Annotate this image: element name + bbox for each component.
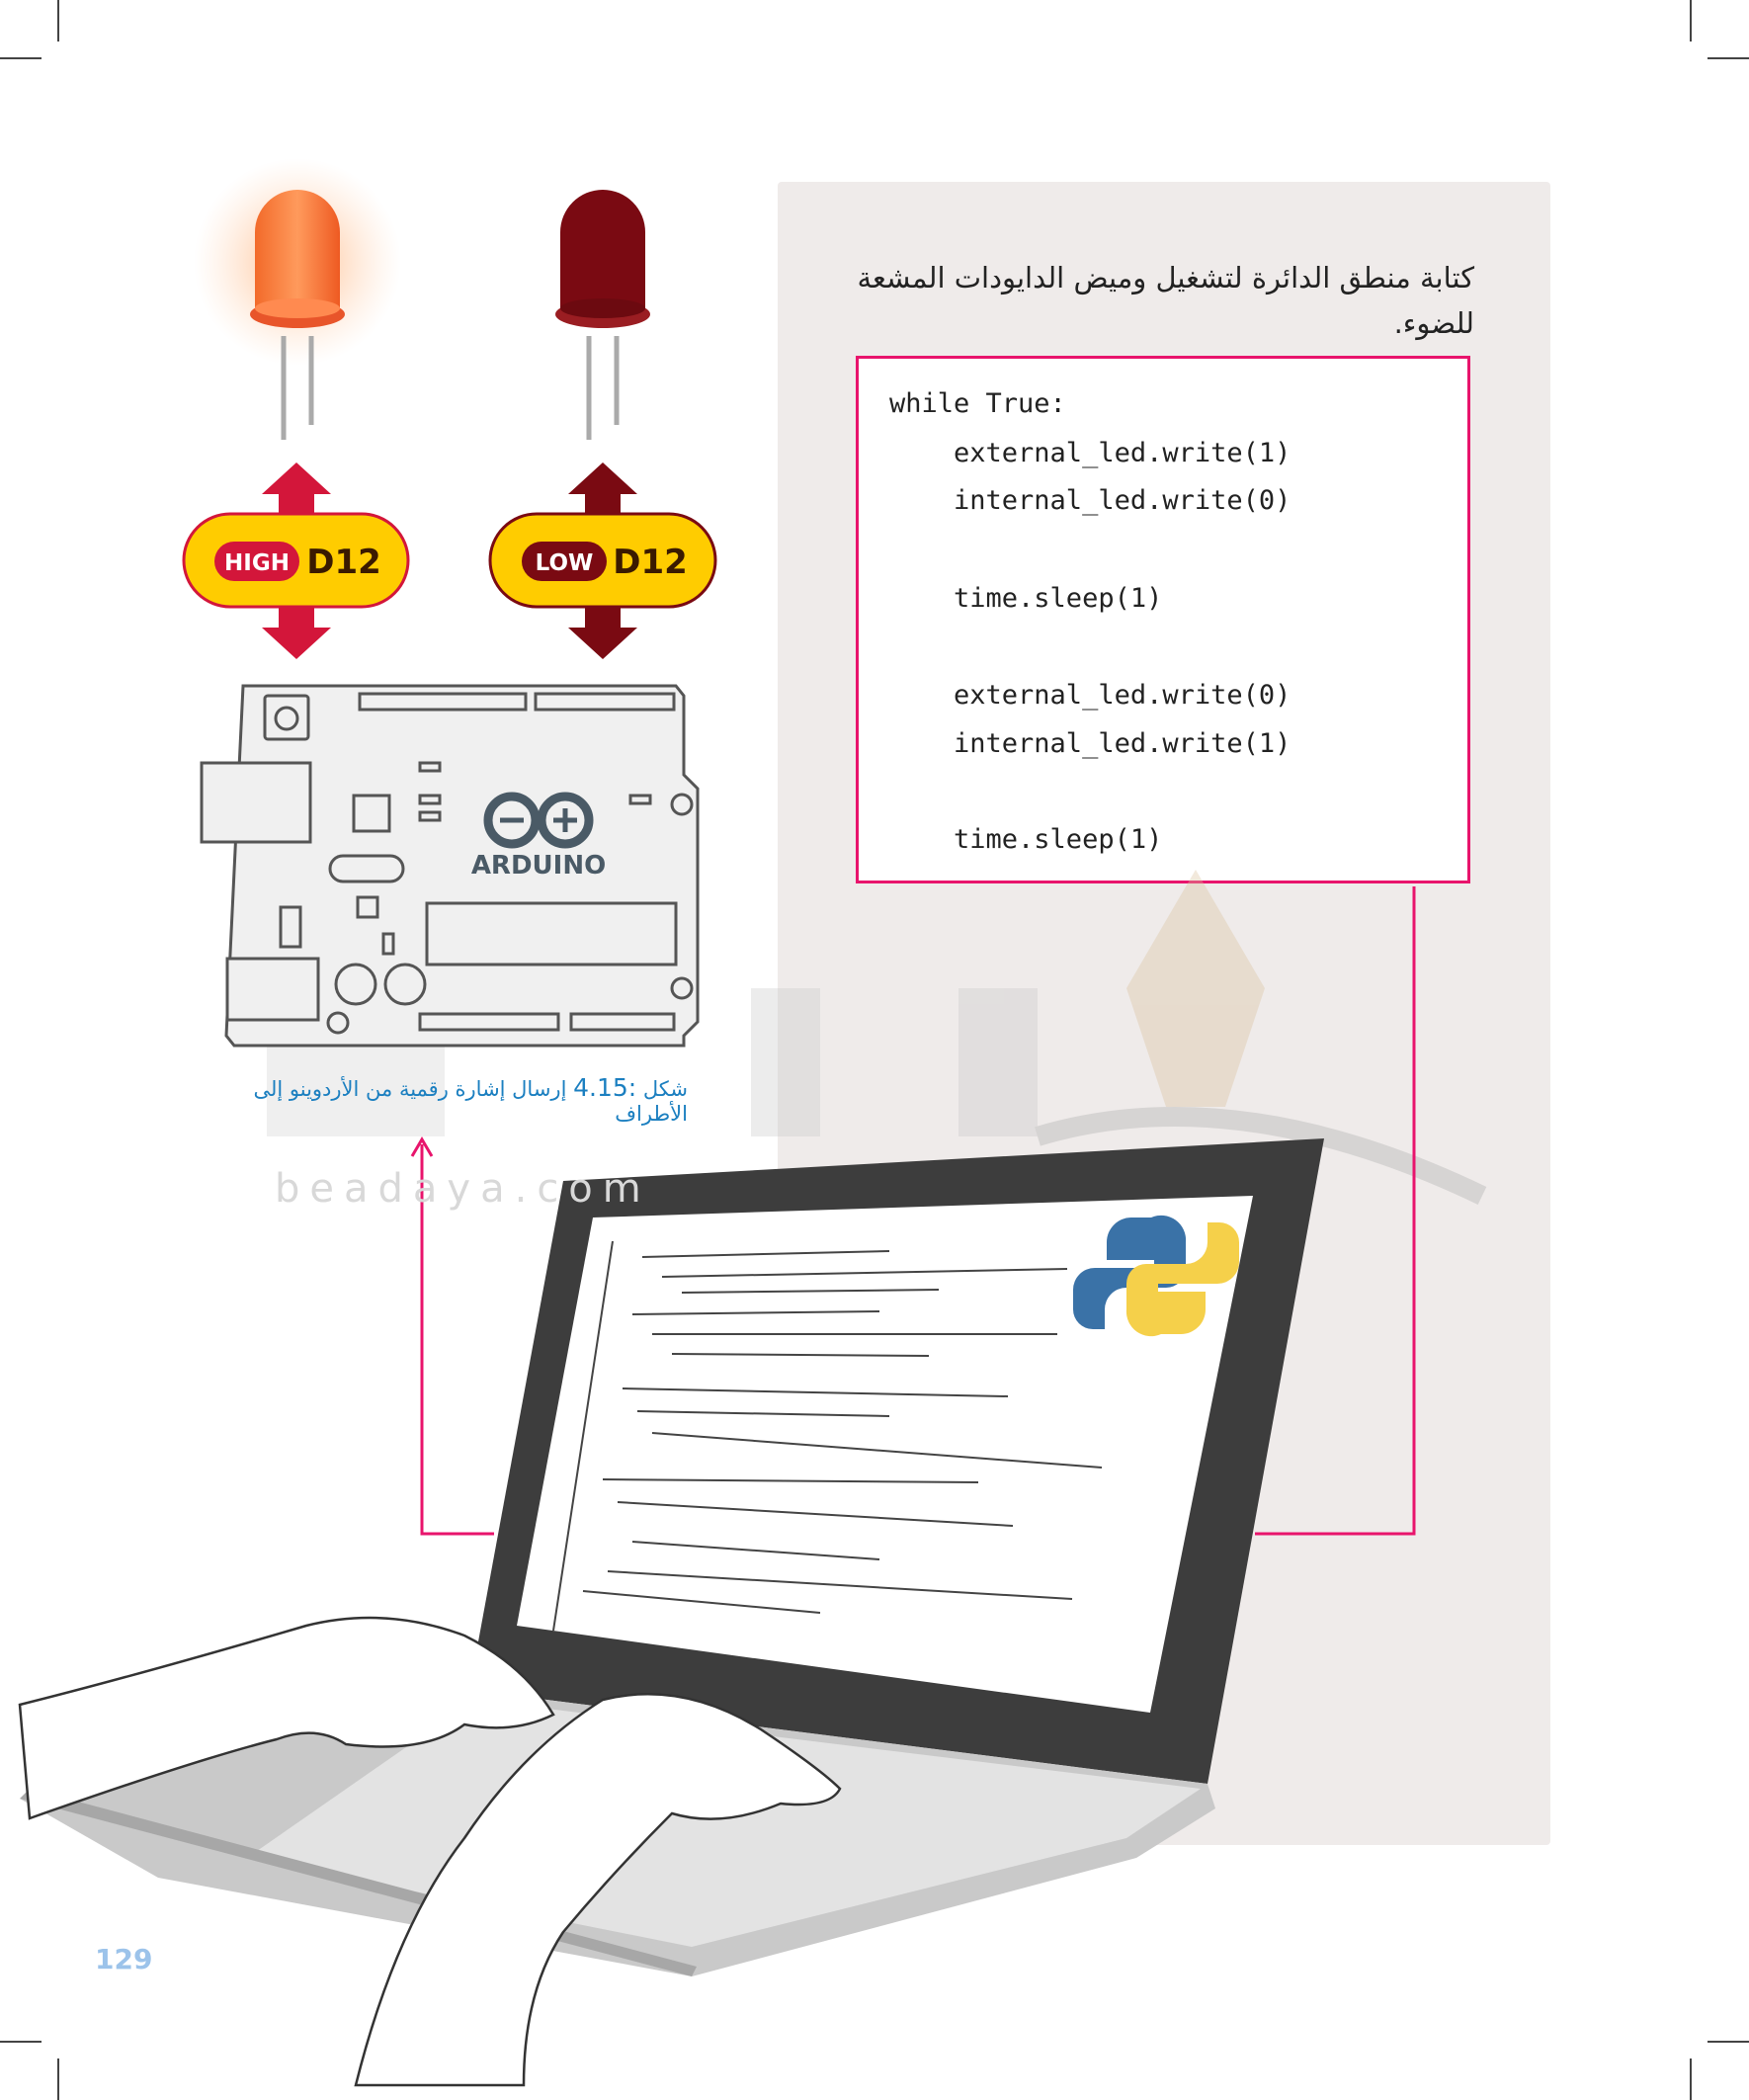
caption-number: 4.15: [573,1073,637,1102]
caption-text: إرسال إشارة رقمية من الأردوينو إلى الأطر… [253,1077,688,1126]
code-line: internal_led.write(0) [889,485,1291,516]
high-signal-arrow [262,462,331,659]
page-number: 129 [95,1943,153,1975]
instruction-text: كتابة منطق الدائرة لتشغيل وميض الدايودات… [857,261,1474,340]
code-line: external_led.write(0) [889,680,1291,711]
low-pin-label: D12 [613,543,688,582]
figure-caption: شكل 4.15: إرسال إشارة رقمية من الأردوينو… [198,1073,688,1126]
low-signal-arrow [568,462,637,659]
led-on-icon [194,158,401,440]
led-off-icon [555,190,650,440]
code-block: while True: external_led.write(1) intern… [856,356,1470,883]
arduino-logo-icon [483,792,594,849]
typing-hands [18,1616,842,2087]
signal-line [410,886,1416,1536]
code-line: external_led.write(1) [889,438,1291,468]
code-line: internal_led.write(1) [889,728,1291,759]
watermark-text: beadaya.com [275,1166,651,1212]
caption-prefix: شكل [642,1077,688,1101]
python-logo-icon [1073,1215,1239,1337]
high-pin-label: D12 [306,543,381,582]
watermark-url: beadaya.com [275,1166,651,1212]
high-state-label: HIGH [224,550,290,576]
low-d12-badge [488,512,717,609]
code-line: time.sleep(1) [889,824,1163,855]
low-state-label: LOW [536,550,594,576]
code-line: time.sleep(1) [889,583,1163,614]
code-line: while True: [889,388,1066,419]
laptop [20,1138,1324,1976]
arduino-board [200,684,700,1048]
arduino-label: ARDUINO [471,851,606,881]
high-d12-badge [182,512,410,609]
